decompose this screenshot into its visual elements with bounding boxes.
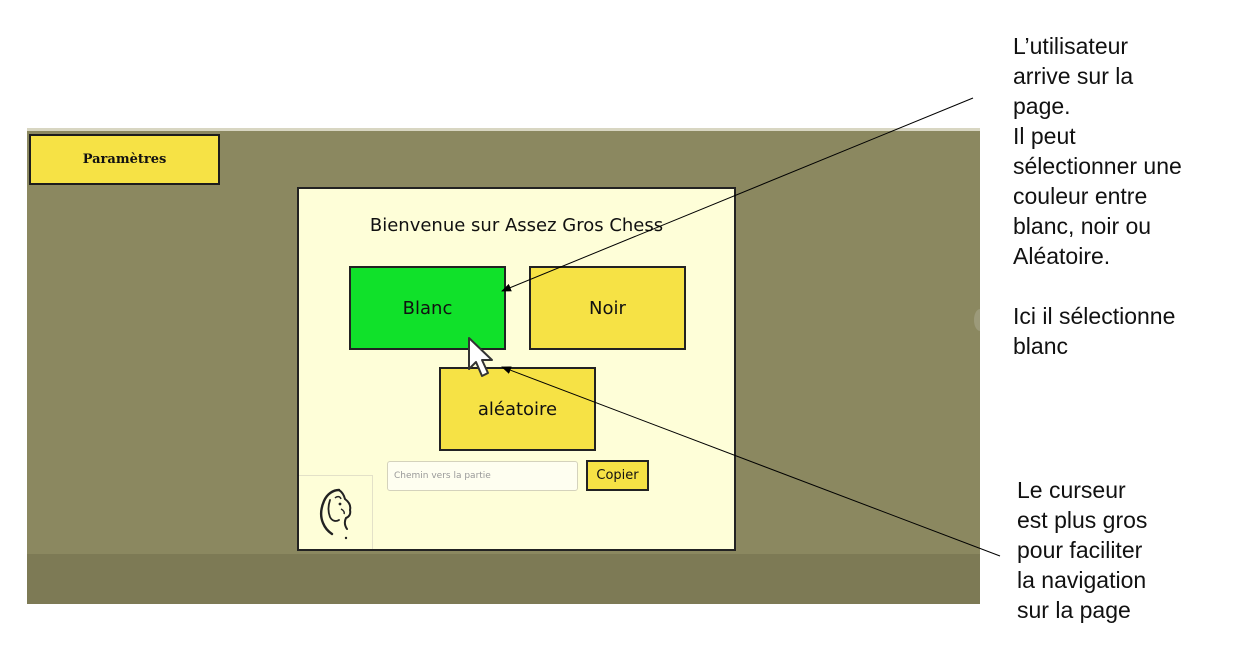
logo — [299, 475, 373, 549]
horse-head-logo-icon — [320, 488, 352, 540]
annotation-selection-note: L’utilisateur arrive sur la page. Il peu… — [1013, 33, 1182, 359]
app-screenshot: Paramètres Bienvenue sur Assez Gros Ches… — [27, 128, 980, 604]
side-scroll-handle[interactable] — [974, 309, 980, 331]
annotation-cursor-note: Le curseur est plus gros pour faciliter … — [1017, 477, 1148, 623]
bottom-band — [27, 554, 980, 604]
choice-random-button[interactable]: aléatoire — [439, 367, 596, 451]
choice-black-button[interactable]: Noir — [529, 266, 686, 350]
welcome-title: Bienvenue sur Assez Gros Chess — [369, 215, 664, 236]
cursor-icon — [468, 337, 493, 377]
settings-button[interactable]: Paramètres — [29, 134, 220, 185]
copy-button[interactable]: Copier — [586, 460, 649, 491]
choice-white-button[interactable]: Blanc — [349, 266, 506, 350]
welcome-panel: Bienvenue sur Assez Gros Chess Blanc Noi… — [297, 187, 736, 551]
game-path-input[interactable] — [387, 461, 578, 491]
